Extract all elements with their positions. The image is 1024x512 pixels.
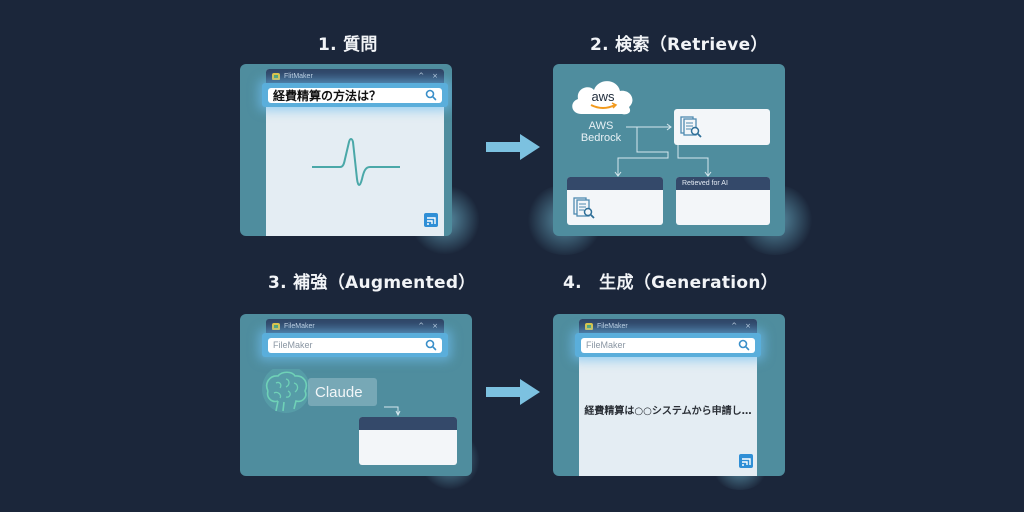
search-icon[interactable] xyxy=(425,339,437,351)
knowledge-base-card[interactable] xyxy=(567,177,663,225)
window-titlebar: FlitMaker ^ × xyxy=(266,69,444,83)
retrieved-for-ai-card[interactable]: Retieved for AI xyxy=(676,177,770,225)
step-4-title: 4. 生成（Generation） xyxy=(563,273,779,293)
filemaker-badge-icon[interactable] xyxy=(424,213,438,227)
step-1-title: 1. 質問 xyxy=(318,35,378,55)
svg-text:aws: aws xyxy=(591,89,615,104)
minimize-button[interactable]: ^ xyxy=(418,322,425,330)
close-button[interactable]: × xyxy=(432,322,438,330)
brain-icon xyxy=(262,369,310,413)
step-3-title: 3. 補強（Augmented） xyxy=(268,273,476,293)
card-header xyxy=(359,417,457,430)
search-placeholder: FileMaker xyxy=(273,340,313,350)
step-2-panel: aws AWS Bedrock xyxy=(553,64,785,236)
step-4-panel: FileMaker ^ × FileMaker 経費精算は○○システムから申請し… xyxy=(553,314,785,476)
close-button[interactable]: × xyxy=(745,322,751,330)
minimize-button[interactable]: ^ xyxy=(418,72,425,80)
retrieved-doc-card[interactable] xyxy=(674,109,770,145)
step-1-panel: FlitMaker ^ × 経費精算の方法は？ xyxy=(240,64,452,236)
aws-cloud-icon: aws xyxy=(572,81,633,115)
search-bar: FileMaker xyxy=(575,333,761,357)
window-titlebar: FileMaker ^ × xyxy=(579,319,757,333)
search-input[interactable]: FileMaker xyxy=(581,337,755,353)
waveform-icon xyxy=(312,138,400,186)
claude-model-label: Claude xyxy=(308,378,377,406)
close-button[interactable]: × xyxy=(432,72,438,80)
step-3-panel: FileMaker ^ × FileMaker Claude xyxy=(240,314,472,476)
window-title: FileMaker xyxy=(597,322,628,330)
document-search-icon xyxy=(680,116,702,138)
search-icon[interactable] xyxy=(738,339,750,351)
card-header: Retieved for AI xyxy=(676,177,770,190)
connector-arrow xyxy=(384,406,401,417)
augmented-context-card[interactable] xyxy=(359,417,457,465)
minimize-button[interactable]: ^ xyxy=(731,322,738,330)
filemaker-window: FileMaker ^ × FileMaker 経費精算は○○システムから申請し… xyxy=(575,319,761,476)
connector-lines xyxy=(614,123,712,177)
search-input[interactable]: 経費精算の方法は？ xyxy=(268,87,442,103)
filemaker-logo-icon xyxy=(272,72,280,80)
search-bar: 経費精算の方法は？ xyxy=(262,83,448,107)
window-title: FlitMaker xyxy=(284,72,313,80)
aws-bedrock-label: AWS Bedrock xyxy=(580,120,622,144)
generated-answer: 経費精算は○○システムから申請し… xyxy=(584,406,752,417)
filemaker-window: FileMaker ^ × FileMaker xyxy=(262,319,448,357)
step-2-title: 2. 検索（Retrieve） xyxy=(590,35,768,55)
card-header xyxy=(567,177,663,190)
filemaker-window: FlitMaker ^ × 経費精算の方法は？ xyxy=(262,69,448,236)
search-query-text: 経費精算の方法は？ xyxy=(273,88,382,103)
document-search-icon xyxy=(573,197,595,219)
search-icon[interactable] xyxy=(425,89,437,101)
search-input[interactable]: FileMaker xyxy=(268,337,442,353)
filemaker-logo-icon xyxy=(585,322,593,330)
window-title: FileMaker xyxy=(284,322,315,330)
arrow-right-icon xyxy=(486,379,540,405)
window-titlebar: FileMaker ^ × xyxy=(266,319,444,333)
search-placeholder: FileMaker xyxy=(586,340,626,350)
arrow-right-icon xyxy=(486,134,540,160)
filemaker-badge-icon[interactable] xyxy=(739,454,753,468)
search-bar: FileMaker xyxy=(262,333,448,357)
filemaker-logo-icon xyxy=(272,322,280,330)
